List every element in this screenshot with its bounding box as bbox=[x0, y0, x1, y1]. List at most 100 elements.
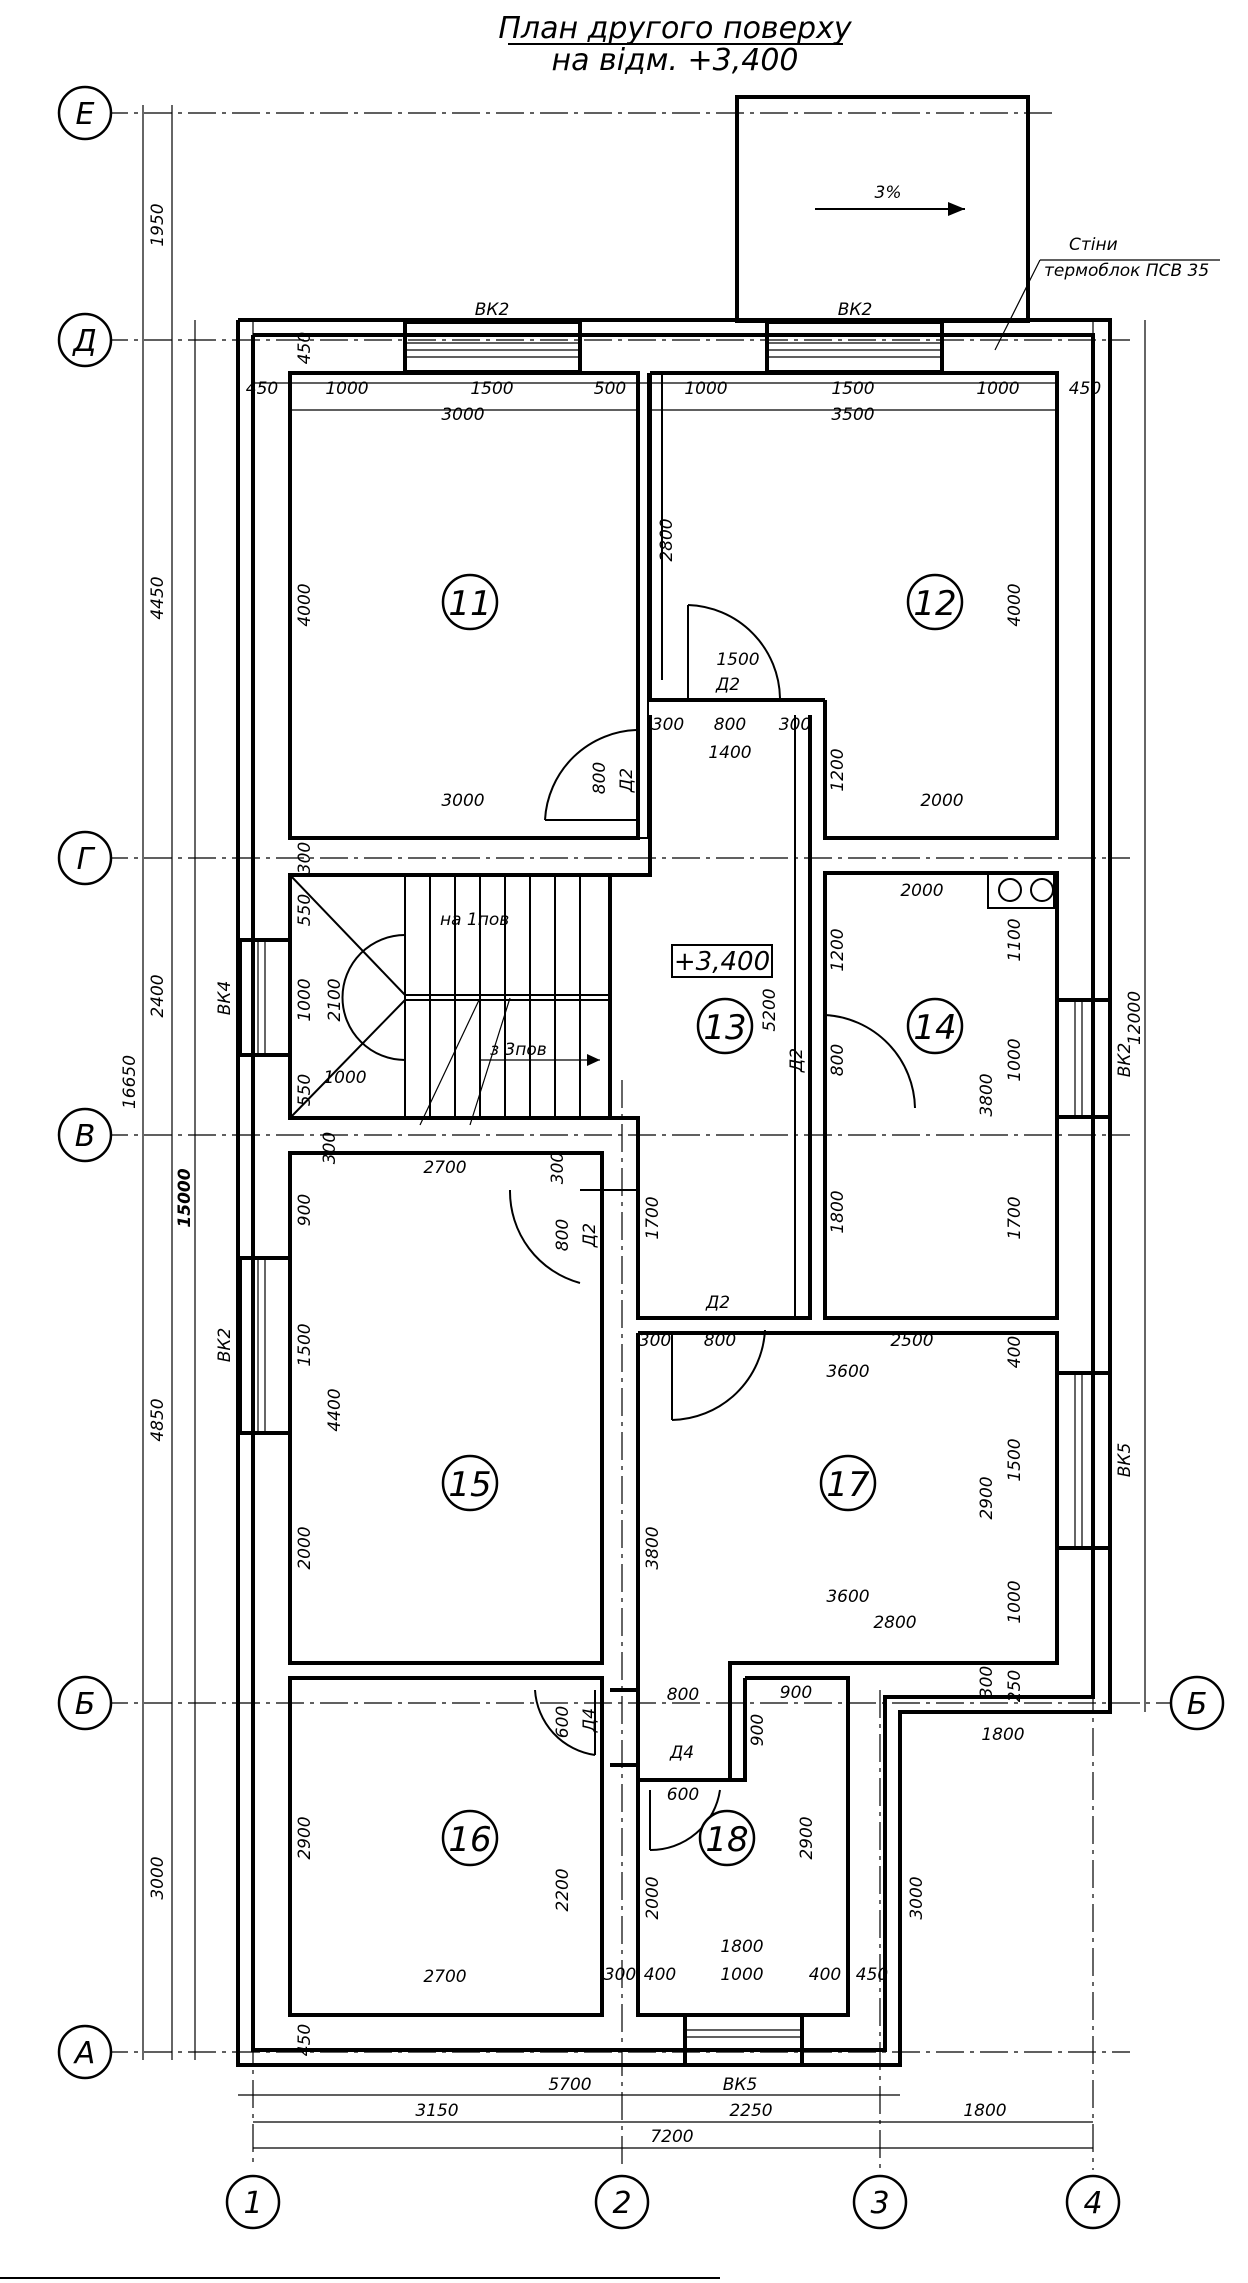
svg-text:1800: 1800 bbox=[963, 2101, 1006, 2121]
bottom-dimensions: 5700 3150 2250 1800 7200 bbox=[415, 2075, 1006, 2147]
svg-text:Д2: Д2 bbox=[787, 1048, 807, 1073]
svg-text:ВК2: ВК2 bbox=[1115, 1043, 1135, 1078]
svg-text:800: 800 bbox=[714, 715, 746, 735]
svg-text:400: 400 bbox=[644, 1965, 676, 1985]
svg-text:300: 300 bbox=[604, 1965, 636, 1985]
axis-col-1: 1 bbox=[243, 2186, 262, 2221]
svg-text:3000: 3000 bbox=[441, 405, 484, 425]
door-swings bbox=[508, 604, 916, 1852]
svg-text:1700: 1700 bbox=[1005, 1196, 1025, 1239]
svg-text:550: 550 bbox=[295, 894, 315, 926]
svg-text:1500: 1500 bbox=[716, 650, 759, 670]
svg-text:ВК4: ВК4 bbox=[215, 981, 235, 1016]
plan-title-line1: План другого поверху bbox=[498, 11, 852, 46]
right-total-dimension: 12000 bbox=[1125, 991, 1145, 1045]
svg-text:2900: 2900 bbox=[797, 1816, 817, 1859]
level-mark-box bbox=[671, 944, 773, 978]
svg-text:1800: 1800 bbox=[720, 1937, 763, 1957]
svg-text:3500: 3500 bbox=[831, 405, 874, 425]
svg-text:1800: 1800 bbox=[981, 1725, 1024, 1745]
room-12-label: 12 bbox=[913, 584, 956, 624]
svg-text:4450: 4450 bbox=[148, 576, 168, 619]
room-labels: 11 12 13 14 15 16 17 18 bbox=[441, 573, 964, 1867]
svg-text:900: 900 bbox=[295, 1194, 315, 1226]
svg-text:3000: 3000 bbox=[907, 1876, 927, 1919]
svg-text:500: 500 bbox=[594, 379, 626, 399]
col-axis-bubbles: 1 2 3 4 bbox=[225, 2174, 1121, 2230]
svg-text:3000: 3000 bbox=[441, 791, 484, 811]
svg-text:Д2: Д2 bbox=[580, 1223, 600, 1248]
svg-text:1700: 1700 bbox=[643, 1196, 663, 1239]
svg-text:300: 300 bbox=[320, 1132, 340, 1164]
svg-text:2200: 2200 bbox=[553, 1868, 573, 1911]
svg-text:ВК2: ВК2 bbox=[475, 300, 510, 320]
svg-text:3150: 3150 bbox=[415, 2101, 458, 2121]
svg-text:1000: 1000 bbox=[295, 978, 315, 1021]
svg-text:3800: 3800 bbox=[977, 1073, 997, 1116]
slope-label: 3% bbox=[875, 183, 902, 203]
room-14-label: 14 bbox=[913, 1008, 956, 1048]
svg-text:2900: 2900 bbox=[295, 1816, 315, 1859]
svg-text:1500: 1500 bbox=[470, 379, 513, 399]
svg-text:Д4: Д4 bbox=[669, 1743, 694, 1763]
svg-text:450: 450 bbox=[246, 379, 278, 399]
axis-row-g: Г bbox=[77, 842, 96, 877]
svg-text:1000: 1000 bbox=[325, 379, 368, 399]
axis-row-v: В bbox=[75, 1119, 96, 1154]
svg-text:2400: 2400 bbox=[148, 974, 168, 1017]
svg-text:3800: 3800 bbox=[643, 1526, 663, 1569]
grid-lines bbox=[100, 112, 1170, 2170]
svg-text:2000: 2000 bbox=[295, 1526, 315, 1569]
svg-text:7200: 7200 bbox=[650, 2127, 693, 2147]
svg-text:1500: 1500 bbox=[1005, 1438, 1025, 1481]
room-16-walls bbox=[288, 1676, 604, 2017]
axis-col-3: 3 bbox=[870, 2186, 889, 2221]
room-18-walls bbox=[636, 1676, 850, 2017]
svg-text:1000: 1000 bbox=[720, 1965, 763, 1985]
left-dimensions: 1950 4450 2400 4850 3000 16650 15000 bbox=[120, 203, 195, 1899]
svg-text:2800: 2800 bbox=[657, 518, 677, 561]
svg-text:2700: 2700 bbox=[423, 1158, 466, 1178]
svg-text:1000: 1000 bbox=[323, 1068, 366, 1088]
svg-text:4400: 4400 bbox=[325, 1388, 345, 1431]
svg-text:1200: 1200 bbox=[828, 928, 848, 971]
svg-text:ВК5: ВК5 bbox=[1115, 1443, 1135, 1478]
svg-text:16650: 16650 bbox=[120, 1055, 140, 1109]
svg-text:1500: 1500 bbox=[831, 379, 874, 399]
room-18-label: 18 bbox=[705, 1820, 748, 1860]
svg-text:2800: 2800 bbox=[873, 1613, 916, 1633]
stair-treads bbox=[289, 874, 610, 1126]
svg-text:2000: 2000 bbox=[920, 791, 963, 811]
svg-text:15000: 15000 bbox=[175, 1168, 195, 1227]
svg-text:600: 600 bbox=[667, 1785, 699, 1805]
top-dimensions: 450 1000 1500 500 3000 1000 1500 1000 45… bbox=[246, 379, 1101, 425]
svg-text:1400: 1400 bbox=[708, 743, 751, 763]
walls-note-line1: Стіни bbox=[1069, 235, 1118, 255]
svg-text:600: 600 bbox=[553, 1706, 573, 1738]
svg-text:1200: 1200 bbox=[828, 748, 848, 791]
svg-text:ВК2: ВК2 bbox=[215, 1328, 235, 1363]
svg-text:300: 300 bbox=[977, 1666, 997, 1698]
svg-text:ВК5: ВК5 bbox=[723, 2075, 758, 2095]
svg-text:400: 400 bbox=[809, 1965, 841, 1985]
svg-text:1000: 1000 bbox=[1005, 1038, 1025, 1081]
axis-col-2: 2 bbox=[612, 2186, 631, 2221]
svg-text:Д4: Д4 bbox=[580, 1708, 600, 1733]
room-16-label: 16 bbox=[448, 1820, 491, 1860]
svg-text:3000: 3000 bbox=[148, 1856, 168, 1899]
svg-text:300: 300 bbox=[295, 842, 315, 874]
svg-text:450: 450 bbox=[295, 2024, 315, 2056]
svg-text:900: 900 bbox=[748, 1714, 768, 1746]
svg-text:2100: 2100 bbox=[325, 978, 345, 1021]
walls-note-line2: термоблок ПСВ 35 bbox=[1044, 261, 1209, 281]
svg-text:Д2: Д2 bbox=[617, 768, 637, 793]
svg-text:800: 800 bbox=[590, 762, 610, 794]
svg-text:1500: 1500 bbox=[295, 1323, 315, 1366]
axis-row-b-left: Б bbox=[75, 1687, 96, 1722]
svg-text:2250: 2250 bbox=[729, 2101, 772, 2121]
stair-down-label: на 1пов bbox=[440, 910, 509, 930]
svg-text:3600: 3600 bbox=[826, 1362, 869, 1382]
axis-row-d: Д bbox=[71, 324, 96, 359]
svg-text:5700: 5700 bbox=[548, 2075, 591, 2095]
plan-title-line2: на відм. +3,400 bbox=[551, 43, 798, 78]
